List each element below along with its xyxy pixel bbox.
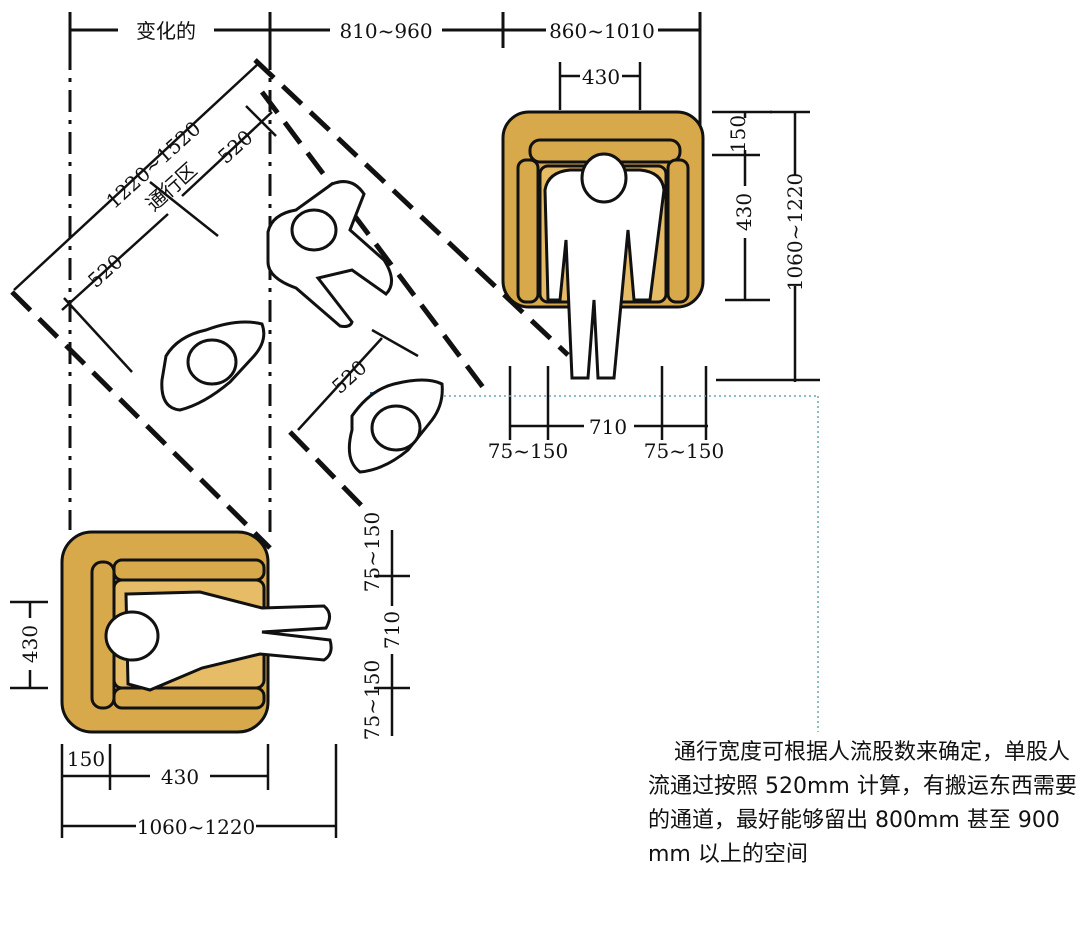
dim-left-v-710: 710 <box>380 611 404 649</box>
dim-bottom-150: 150 <box>67 747 105 771</box>
dim-top-right: 860~1010 <box>549 19 655 43</box>
person-top-view-b <box>160 320 266 412</box>
note-leader <box>374 395 819 732</box>
dim-bottom-total: 1060~1220 <box>137 815 256 839</box>
dim-left-430: 430 <box>18 625 42 663</box>
dim-top-chair-seat-depth: 430 <box>732 193 756 231</box>
dim-middle-left: 75~150 <box>488 439 568 463</box>
dim-top-chair-seat: 430 <box>582 65 620 89</box>
dim-left-v-75-150-b: 75~150 <box>360 660 384 740</box>
dim-middle-710: 710 <box>589 415 627 439</box>
person-seated-bottom <box>104 590 333 692</box>
person-walking-a <box>266 180 393 328</box>
explanation-note: 通行宽度可根据人流股数来确定，单股人流通过按照 520mm 计算，有搬运东西需要… <box>648 740 1077 867</box>
dim-middle-right: 75~150 <box>644 439 724 463</box>
person-seated-top <box>543 152 666 380</box>
diagonal-passage-lines <box>10 58 570 550</box>
diagonal-dimension-lines <box>13 63 419 431</box>
person-top-view-c <box>347 378 444 474</box>
dim-top-chair-total: 1060~1220 <box>783 173 807 292</box>
dim-bottom-430: 430 <box>161 765 199 789</box>
guide-lines <box>68 48 272 540</box>
dim-top-variable: 变化的 <box>136 19 196 43</box>
dim-top-chair-back: 150 <box>726 115 750 153</box>
dim-left-v-75-150-a: 75~150 <box>360 512 384 592</box>
dim-top-middle: 810~960 <box>339 19 432 43</box>
